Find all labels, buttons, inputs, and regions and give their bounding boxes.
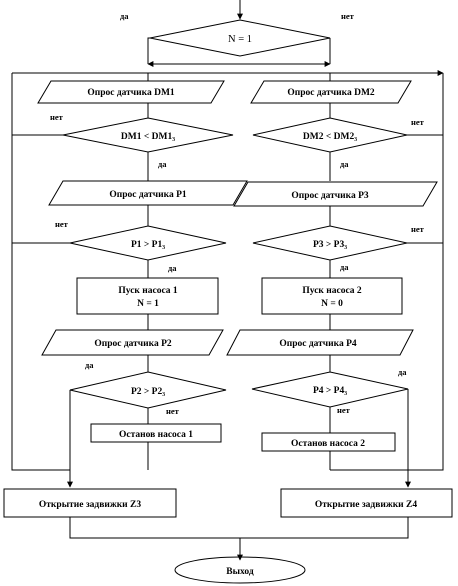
valve-z3-text: Открытие задвижки Z3 bbox=[39, 500, 141, 510]
p2-check-text: P2 > P2₃ bbox=[131, 387, 165, 397]
pump-start-1-line2: N = 1 bbox=[137, 299, 159, 309]
p1-check-text: P1 > P1₃ bbox=[131, 240, 165, 250]
p4-no-label: нет bbox=[337, 405, 351, 415]
io-poll-dm1 bbox=[37, 80, 225, 104]
p4-yes-label: да bbox=[398, 367, 407, 377]
pump-start-2-line1: Пуск насоса 2 bbox=[302, 286, 362, 296]
dm2-yes-label: да bbox=[340, 159, 349, 169]
decision-top-no-label: нет bbox=[341, 11, 355, 21]
loop-frame-right bbox=[330, 73, 444, 471]
io-poll-dm2 bbox=[250, 80, 412, 104]
p3-no-label: нет bbox=[411, 224, 425, 234]
poll-p2-text: Опрос датчика P2 bbox=[94, 339, 172, 349]
process-pump-stop-2 bbox=[261, 432, 396, 452]
p1-no-label: нет bbox=[55, 219, 69, 229]
connector-top-yes bbox=[147, 37, 150, 64]
poll-p4-text: Опрос датчика P4 bbox=[279, 339, 357, 349]
dm1-no-label: нет bbox=[50, 112, 64, 122]
pump-start-2-line2: N = 0 bbox=[321, 299, 343, 309]
io-poll-p2 bbox=[41, 329, 224, 356]
p3-check-text: P3 > P3₃ bbox=[313, 240, 347, 250]
dm2-no-label: нет bbox=[411, 117, 425, 127]
p2-yes-label: да bbox=[85, 360, 94, 370]
decision-top-yes-label: да bbox=[120, 11, 129, 21]
pump-stop-2-text: Останов насоса 2 bbox=[291, 439, 365, 449]
io-poll-p4 bbox=[226, 329, 414, 356]
decision-top-text: N = 1 bbox=[228, 34, 252, 45]
pump-start-1-line1: Пуск насоса 1 bbox=[118, 286, 178, 296]
process-open-valve-z3 bbox=[3, 488, 177, 518]
terminal-exit bbox=[174, 556, 306, 584]
p4-check-text: P4 > P4₃ bbox=[313, 386, 347, 396]
dm1-yes-label: да bbox=[158, 159, 167, 169]
dm1-check-text: DM1 < DM1₃ bbox=[121, 132, 175, 142]
connector-merge bbox=[69, 517, 409, 539]
process-pump-start-2 bbox=[261, 277, 403, 315]
loop-frame-left bbox=[11, 73, 70, 471]
io-poll-p3 bbox=[233, 181, 438, 207]
decision-n-equals-1 bbox=[149, 19, 331, 57]
pump-stop-1-text: Останов насоса 1 bbox=[119, 430, 193, 440]
poll-p1-text: Опрос датчика P1 bbox=[109, 190, 187, 200]
poll-dm2-text: Опрос датчика DM2 bbox=[287, 88, 375, 98]
poll-dm1-text: Опрос датчика DM1 bbox=[87, 88, 175, 98]
p3-yes-label: да bbox=[340, 262, 349, 272]
exit-text: Выход bbox=[226, 567, 254, 577]
p1-yes-label: да bbox=[168, 263, 177, 273]
p2-no-label: нет bbox=[166, 406, 180, 416]
dm2-check-text: DM2 < DM2₃ bbox=[303, 132, 357, 142]
process-pump-stop-1 bbox=[90, 423, 222, 443]
io-poll-p1 bbox=[48, 180, 248, 206]
poll-p3-text: Опрос датчика P3 bbox=[291, 191, 369, 201]
valve-z4-text: Открытие задвижки Z4 bbox=[315, 500, 417, 510]
process-open-valve-z4 bbox=[280, 488, 453, 518]
